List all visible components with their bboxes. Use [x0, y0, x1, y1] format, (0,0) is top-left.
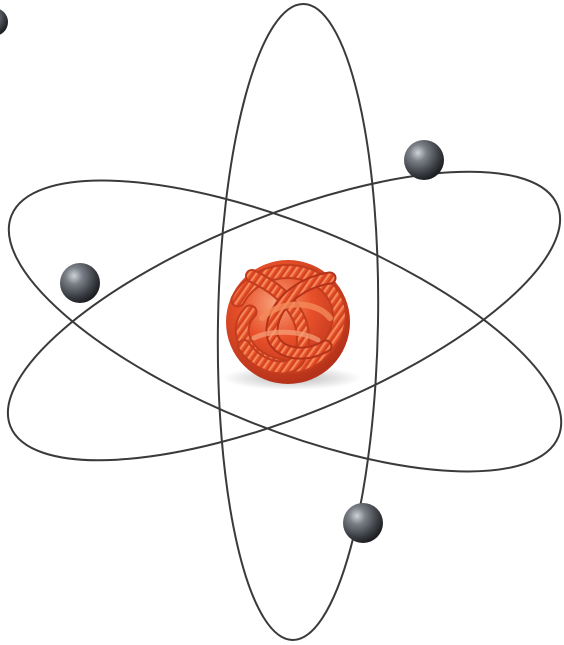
electron-bottom [343, 503, 383, 543]
electron-left [60, 263, 100, 303]
nucleus [226, 260, 350, 384]
electron-top-right [404, 140, 444, 180]
electron-partial-top-left [0, 8, 8, 36]
